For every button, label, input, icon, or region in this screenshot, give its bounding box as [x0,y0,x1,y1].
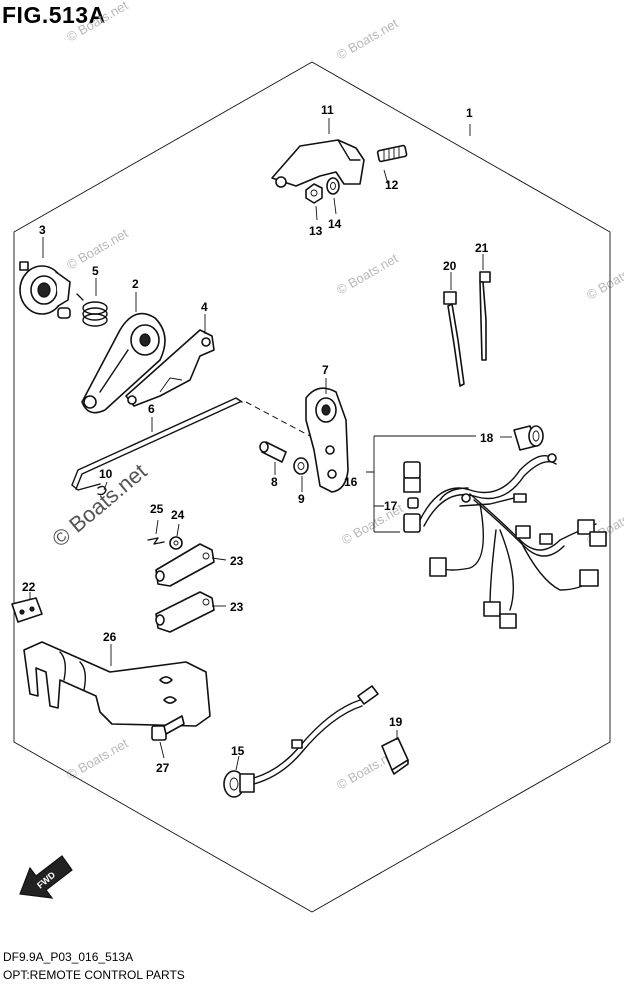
callout-6: 6 [148,402,155,416]
washer-part-24 [169,536,183,550]
callout-9: 9 [298,492,305,506]
callout-13: 13 [309,224,323,238]
callout-26: 26 [103,630,117,644]
callout-10: 10 [99,467,113,481]
pin-part-8 [259,441,287,463]
clip-part-10 [97,485,107,496]
callout-labels: 1 2 3 4 5 6 7 8 9 10 11 12 13 14 15 16 1… [22,103,494,775]
callout-8: 8 [271,475,278,489]
callout-3: 3 [39,223,46,237]
callout-5: 5 [92,264,99,278]
callout-11: 11 [321,103,334,117]
bolt-part-27 [151,715,185,741]
callout-4: 4 [201,300,208,314]
callout-17: 17 [384,499,398,513]
callout-21: 21 [475,241,489,255]
callout-bracket [366,435,476,533]
callout-15: 15 [231,744,245,758]
grommet-part-18 [513,425,544,451]
rod-part-6 [71,397,243,491]
stud-part-12 [376,144,408,163]
washer-part-14 [326,177,340,195]
callout-23-lower: 23 [230,600,244,614]
callout-23-upper: 23 [230,554,244,568]
diagram-frame [13,61,611,913]
bracket-part-26 [23,641,211,727]
clip-part-25 [147,537,165,545]
watermark: © Boats.net [64,0,131,45]
link-part-4 [125,329,215,407]
cable-tie-part-21 [479,271,491,361]
cable-part-15 [223,685,379,798]
bushing-part-3 [19,261,71,319]
figure-caption: OPT:REMOTE CONTROL PARTS [3,968,185,982]
callout-2: 2 [132,277,139,291]
alignment-line [245,401,311,437]
lever-part-7 [305,387,349,493]
watermark: © Boats.net [584,255,624,302]
watermark: © Boats.net [334,15,401,62]
callout-27: 27 [156,761,170,775]
callout-19: 19 [389,715,403,729]
nut-part-13 [305,183,323,204]
leader-lines [29,118,512,771]
pad-part-19 [381,737,409,775]
pad-part-22 [11,597,43,623]
wire-harness [419,453,607,629]
block-part-23-lower [155,591,215,633]
watermark: © Boats.net [334,250,401,297]
connector-part-17 [403,497,421,533]
callout-22: 22 [22,580,36,594]
fwd-arrow: FWD [19,855,73,899]
block-part-23-upper [155,543,215,587]
callout-25: 25 [150,502,164,516]
cable-tie-part-20 [443,291,465,387]
washer-part-9 [293,457,309,475]
callout-20: 20 [443,259,457,273]
callout-16: 16 [344,475,358,489]
figure-code: DF9.9A_P03_016_513A [3,950,134,964]
connector-part-16 [403,461,421,493]
arm-part-2 [81,312,166,414]
callout-7: 7 [322,363,329,377]
callout-14: 14 [328,217,342,231]
spring-part-5 [76,293,108,327]
callout-24: 24 [171,508,185,522]
figure-title: FIG.513A [2,2,106,28]
callout-12: 12 [385,178,399,192]
watermark: © Boats.net [64,735,131,782]
bracket-part-11 [271,139,365,188]
callout-1: 1 [466,106,473,120]
callout-18: 18 [480,431,494,445]
